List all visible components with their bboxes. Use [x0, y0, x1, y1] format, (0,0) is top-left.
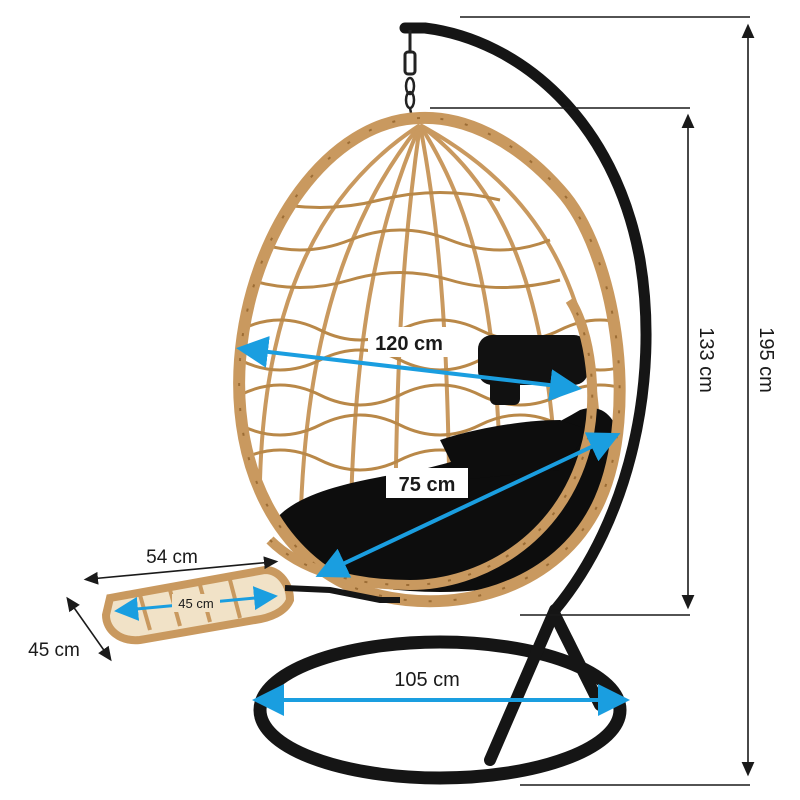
footrest-width-line — [66, 596, 112, 662]
chair-width-arrow — [236, 335, 582, 402]
stand-base-ring — [253, 635, 627, 785]
blue-arrows — [114, 335, 630, 716]
seat-depth-label: 75 cm — [399, 474, 456, 496]
seat-depth-arrow — [315, 432, 621, 578]
hanging-chain — [403, 30, 417, 119]
footrest-length-line — [83, 556, 279, 585]
total-height-label: 195 cm — [755, 327, 777, 393]
dimension-lines — [66, 16, 755, 786]
stand-leg-left — [484, 604, 561, 766]
footrest-inner-label: 45 cm — [178, 596, 213, 611]
egg-chair — [233, 111, 626, 608]
footrest-width-label: 45 cm — [28, 640, 80, 661]
chair-width-label: 120 cm — [375, 333, 443, 355]
base-diameter-label: 105 cm — [394, 669, 460, 691]
footrest-length-label: 54 cm — [146, 547, 198, 568]
chair-height-label: 133 cm — [695, 327, 717, 393]
